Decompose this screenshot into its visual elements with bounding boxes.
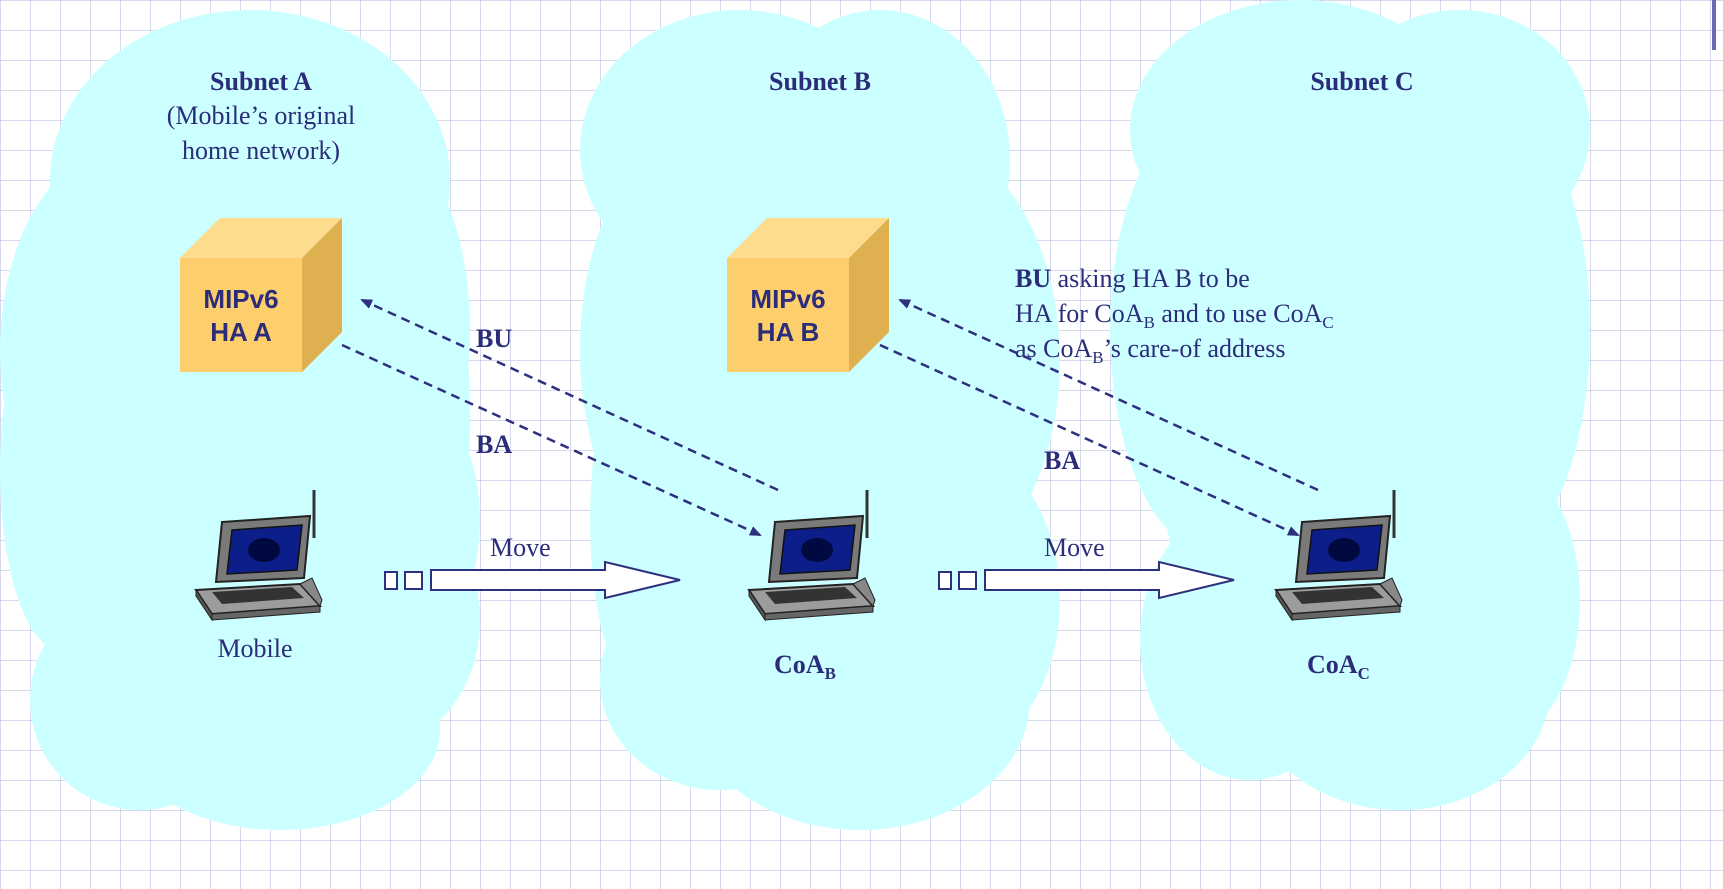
bu-b-line2-sub1: B: [1143, 313, 1155, 332]
bu-b-line3: as CoAB’s care-of address: [1015, 331, 1334, 366]
bu-b-line3-sub: B: [1092, 348, 1104, 368]
move-label-1: Move: [490, 533, 551, 562]
ha-a-cube: [180, 218, 342, 372]
ha-b-label-line2: HA B: [756, 316, 820, 347]
bu-b-line2: HA for CoAB and to use CoAC: [1015, 296, 1334, 331]
bu-b-line2-sub2: C: [1322, 313, 1334, 332]
subnet-a-desc-line1: (Mobile’s original: [166, 101, 356, 130]
mobile-label: Mobile: [217, 634, 293, 663]
ba-arrow-from-ha-a: [341, 343, 762, 537]
ba-arrow-from-ha-b: [879, 343, 1300, 537]
slide-edge-marker: [1712, 0, 1716, 50]
subnet-a-desc-line2: home network): [181, 136, 341, 165]
bu-arrow-to-ha-a: [360, 298, 779, 492]
bu-b-line1: BU asking HA B to be: [1015, 261, 1334, 296]
coa-c-main: CoA: [1307, 650, 1358, 679]
coa-b-main: CoA: [774, 650, 825, 679]
coa-c-sub: C: [1357, 663, 1370, 683]
ha-a-label-line2: HA A: [210, 316, 272, 347]
move-arrow-1: [384, 560, 681, 600]
bu-b-line2-mid: and to use CoA: [1154, 299, 1323, 329]
subnet-c-cloud: [1110, 0, 1590, 810]
subnet-b-cloud: [580, 10, 1060, 830]
coa-c-label: CoAC: [1307, 647, 1370, 682]
bu-b-line2-pre: HA for CoA: [1015, 299, 1144, 329]
subnet-c-title: Subnet C: [1310, 67, 1414, 96]
bu-b-bold: BU: [1015, 264, 1052, 293]
bu-label-a: BU: [476, 324, 513, 353]
ba-label-a: BA: [476, 430, 513, 459]
ha-a-label-line1: MIPv6: [203, 284, 279, 314]
bu-b-line1-text: asking HA B to be: [1051, 264, 1250, 293]
ha-a-label: MIPv6 HA A: [176, 283, 306, 348]
bu-b-line3-pre: as CoA: [1015, 334, 1093, 364]
coa-b-sub: B: [824, 663, 836, 683]
bu-arrow-to-ha-b: [898, 298, 1319, 492]
ha-b-label: MIPv6 HA B: [723, 283, 853, 348]
ha-b-cube: [727, 218, 889, 372]
subnet-b-title: Subnet B: [769, 67, 871, 96]
bu-b-line3-post: ’s care-of address: [1103, 334, 1286, 364]
coa-b-label: CoAB: [774, 647, 836, 682]
move-arrow-2: [938, 560, 1235, 600]
ha-b-label-line1: MIPv6: [750, 284, 826, 314]
bu-b-description: BU asking HA B to be HA for CoAB and to …: [1015, 261, 1334, 366]
ba-label-b: BA: [1044, 446, 1081, 475]
move-label-2: Move: [1044, 533, 1105, 562]
subnet-a-title: Subnet A: [210, 67, 312, 96]
